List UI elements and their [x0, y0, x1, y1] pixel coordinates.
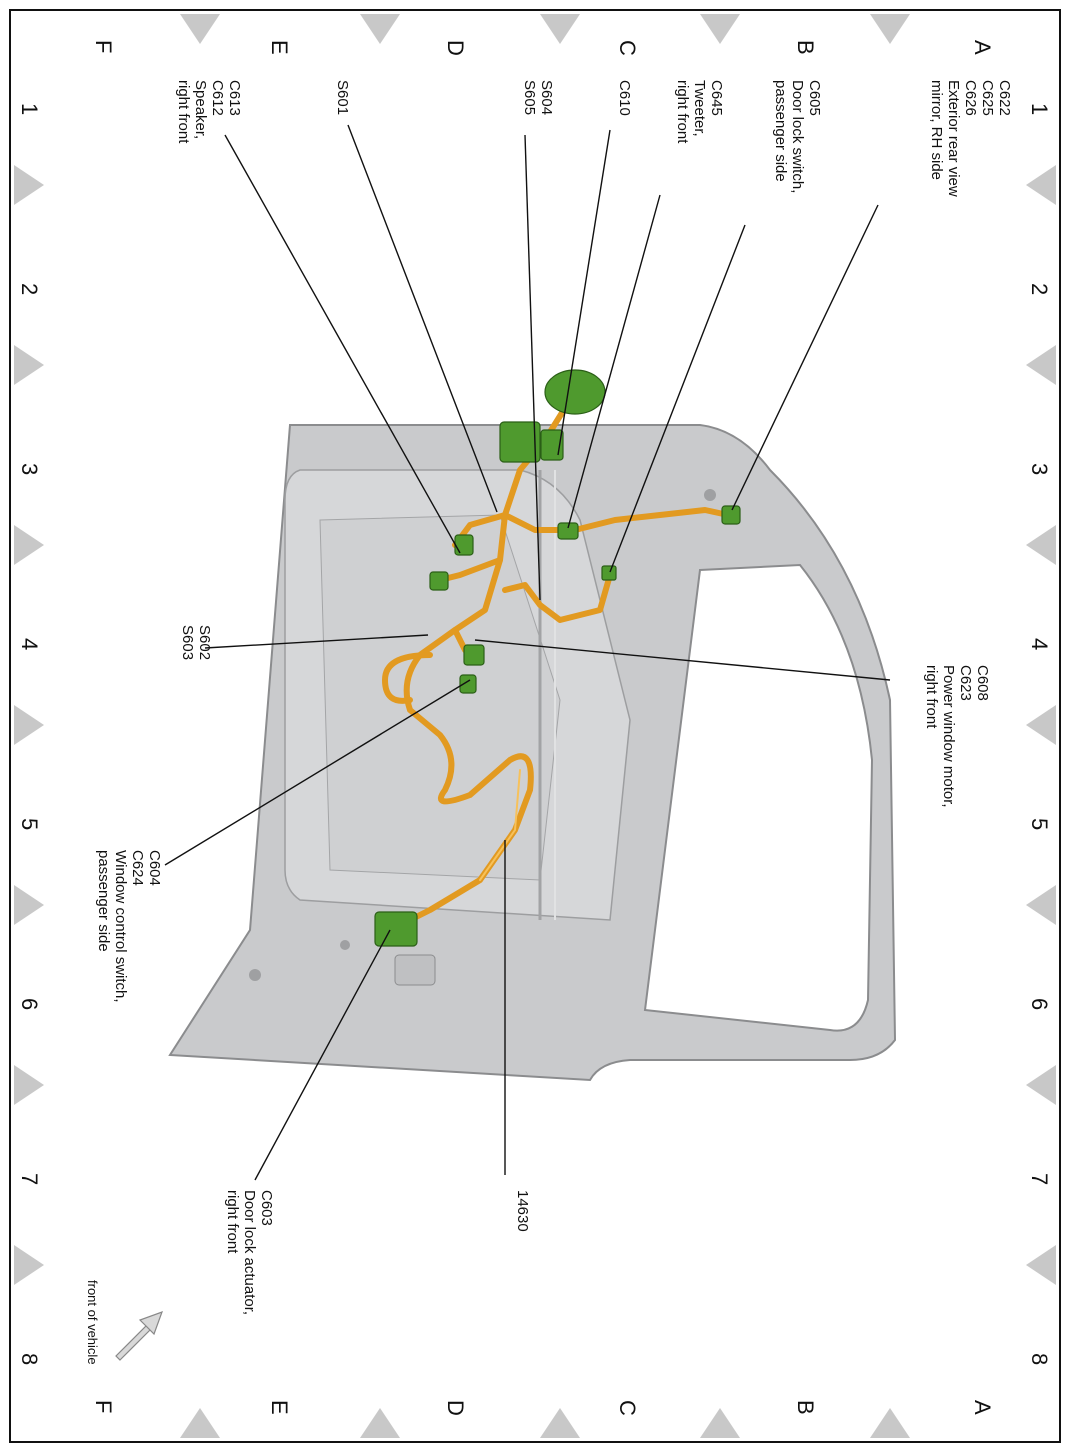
- row-label: A: [970, 40, 995, 55]
- connectors: [374, 369, 741, 947]
- row-label: E: [267, 40, 292, 55]
- callout-s602-s603: S602 S603: [179, 625, 213, 660]
- column-label: 6: [1027, 998, 1052, 1010]
- callout-line: Exterior rear view: [945, 80, 962, 197]
- column-label: 3: [1027, 463, 1052, 475]
- callout-line: right front: [224, 1190, 241, 1254]
- callout-mirror: C622 C625 C626 Exterior rear view mirror…: [928, 80, 1013, 197]
- callout-line: C622: [996, 80, 1013, 116]
- column-label: 2: [17, 283, 42, 295]
- connector-c622: [721, 505, 741, 525]
- callout-line: S604: [538, 80, 555, 115]
- connector-c604: [459, 674, 477, 694]
- callout-line: C613: [226, 80, 243, 116]
- column-label: 5: [1027, 818, 1052, 830]
- row-labels-bottom: A B C D E F: [91, 1400, 995, 1416]
- callout-line: C605: [806, 80, 823, 116]
- row-label: D: [443, 40, 468, 56]
- column-labels-right: 1 2 3 4 5 6 7 8: [1027, 103, 1052, 1365]
- callout-speaker: C613 C612 Speaker, right front: [175, 80, 243, 144]
- column-label: 7: [1027, 1173, 1052, 1185]
- callout-line: 14630: [514, 1190, 531, 1232]
- row-label: B: [793, 1400, 818, 1415]
- row-label: F: [91, 1400, 116, 1413]
- column-label: 1: [17, 103, 42, 115]
- callout-tweeter: C645 Tweeter, right front: [674, 80, 725, 144]
- connector-c605: [601, 565, 617, 581]
- callout-line: right front: [175, 80, 192, 144]
- callout-line: Power window motor,: [940, 665, 957, 808]
- callout-line: C612: [209, 80, 226, 116]
- frame: [9, 9, 1061, 1443]
- column-label: 8: [1027, 1353, 1052, 1365]
- grommet-connector: [544, 369, 606, 415]
- callout-window-motor: C608 C623 Power window motor, right fron…: [923, 665, 991, 808]
- front-arrow-icon: [115, 1310, 164, 1361]
- callout-line: C624: [129, 850, 146, 886]
- callout-line: C623: [957, 665, 974, 701]
- callout-lock-actuator: C603 Door lock actuator, right front: [224, 1190, 275, 1315]
- column-label: 4: [1027, 638, 1052, 650]
- border-markers: [14, 14, 1056, 1438]
- column-label: 5: [17, 818, 42, 830]
- connector-c613: [454, 534, 474, 556]
- callout-line: Speaker,: [192, 80, 209, 139]
- column-label: 4: [17, 638, 42, 650]
- door-panel: [168, 424, 897, 1082]
- column-label: 2: [1027, 283, 1052, 295]
- connector-c608: [463, 644, 485, 666]
- column-label: 7: [17, 1173, 42, 1185]
- callout-harness: 14630: [514, 1190, 531, 1232]
- callout-line: C626: [962, 80, 979, 116]
- callout-line: C645: [708, 80, 725, 116]
- callout-line: Tweeter,: [691, 80, 708, 137]
- callout-window-switch: C604 C624 Window control switch, passeng…: [95, 850, 163, 1003]
- connector-c603: [374, 911, 418, 947]
- callout-s604-s605: S604 S605: [521, 80, 555, 115]
- row-label: E: [267, 1400, 292, 1415]
- row-labels-top: A B C D E F: [91, 40, 995, 56]
- callout-line: S605: [521, 80, 538, 115]
- row-label: C: [615, 1400, 640, 1416]
- row-label: B: [793, 40, 818, 55]
- connector-c645: [557, 522, 579, 540]
- callout-door-lock-switch: C605 Door lock switch, passenger side: [772, 80, 823, 193]
- row-label: C: [615, 40, 640, 56]
- callout-line: C603: [258, 1190, 275, 1226]
- column-label: 6: [17, 998, 42, 1010]
- callout-line: passenger side: [95, 850, 112, 952]
- callout-line: S603: [179, 625, 196, 660]
- callout-line: passenger side: [772, 80, 789, 182]
- callout-line: mirror, RH side: [928, 80, 945, 180]
- row-label: A: [970, 1400, 995, 1415]
- column-labels-left: 1 2 3 4 5 6 7 8: [17, 103, 42, 1365]
- callout-line: Door lock actuator,: [241, 1190, 258, 1315]
- callout-line: S602: [196, 625, 213, 660]
- wiring-harness: [382, 397, 731, 928]
- connector-c612: [429, 571, 449, 591]
- callout-line: C608: [974, 665, 991, 701]
- front-of-vehicle-label: front of vehicle: [85, 1280, 100, 1365]
- callout-line: right front: [923, 665, 940, 729]
- front-of-vehicle-indicator: front of vehicle: [85, 1280, 164, 1365]
- column-label: 3: [17, 463, 42, 475]
- column-label: 1: [1027, 103, 1052, 115]
- callout-line: C610: [616, 80, 633, 116]
- callout-c610: C610: [616, 80, 633, 116]
- callout-line: S601: [334, 80, 351, 115]
- callout-line: Door lock switch,: [789, 80, 806, 193]
- callout-s601: S601: [334, 80, 351, 115]
- callout-line: Window control switch,: [112, 850, 129, 1003]
- leader-lines: [164, 124, 891, 1181]
- column-label: 8: [17, 1353, 42, 1365]
- callout-line: C604: [146, 850, 163, 886]
- row-label: D: [443, 1400, 468, 1416]
- callout-line: right front: [674, 80, 691, 144]
- main-connector: [499, 421, 541, 463]
- callout-line: C625: [979, 80, 996, 116]
- row-label: F: [91, 40, 116, 53]
- connector-c610: [540, 429, 564, 461]
